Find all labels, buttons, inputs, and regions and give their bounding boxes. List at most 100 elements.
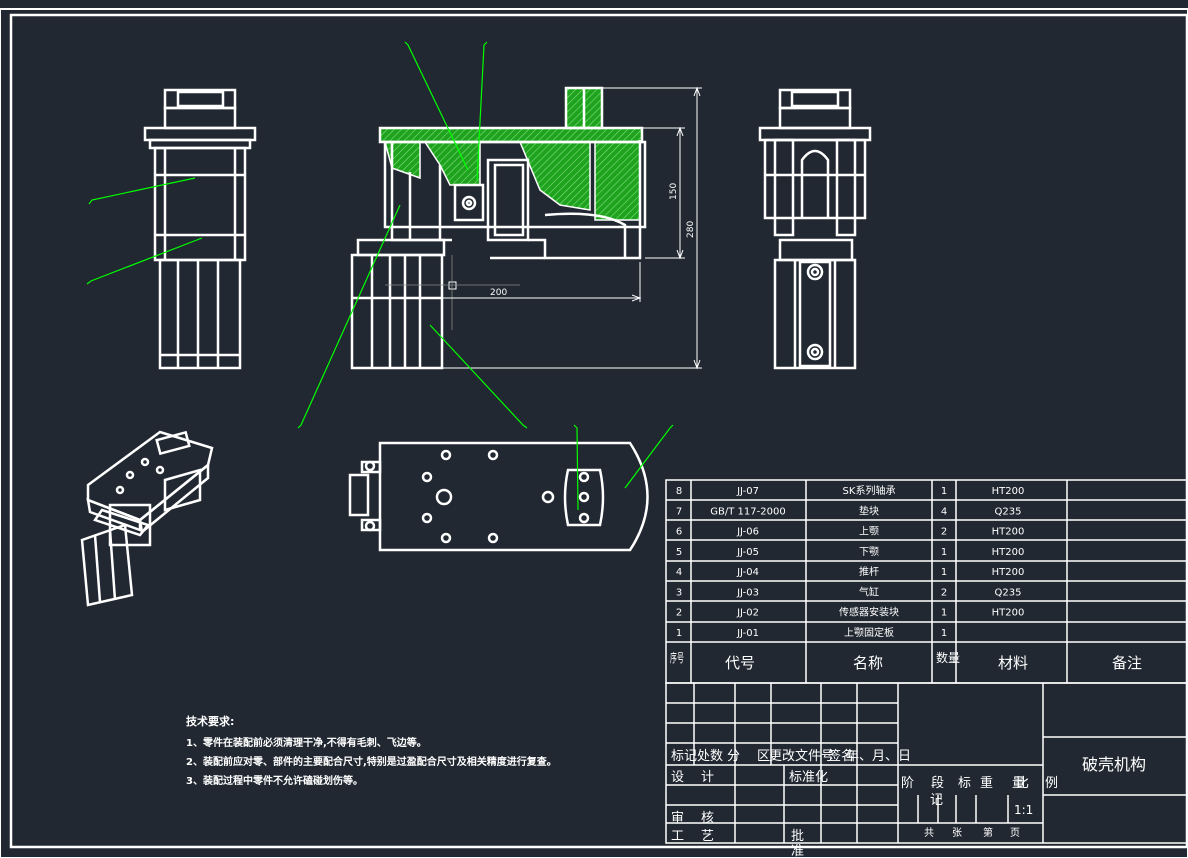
cell-no: 1 (676, 628, 682, 639)
title-block-text: 标记 处数 分 区 更改文件号 签名 年、月、日 设 计 标准化 审 核 工 艺… (671, 748, 1146, 858)
cell-qty: 1 (941, 547, 947, 558)
cell-material: HT200 (992, 527, 1025, 538)
rev-label-area: 区 (757, 749, 770, 764)
cell-code: JJ-02 (736, 608, 759, 619)
cell-name: 推杆 (859, 565, 879, 578)
parts-list-row: 5 JJ-05 下颚 1 HT200 (676, 546, 1025, 558)
cell-material: HT200 (992, 567, 1025, 578)
top-view-leaders (573, 424, 674, 511)
stage-label-1: 阶 (901, 776, 914, 791)
rev-label-mark: 标记 (671, 749, 697, 764)
weight-label-1: 重 (980, 775, 993, 791)
stage-label-2: 段 (931, 776, 944, 791)
drawing-title: 破壳机构 (1082, 755, 1146, 774)
front-view-leaders (297, 41, 528, 429)
parts-list-row: 1 JJ-01 上颚固定板 1 (676, 626, 947, 639)
design-label-2: 计 (701, 770, 714, 785)
weight-label-2: 量 (1012, 776, 1025, 791)
cell-name: 垫块 (859, 504, 879, 517)
header-name: 名称 (853, 654, 883, 672)
cell-material: HT200 (992, 547, 1025, 558)
rev-label-sign: 签名 (828, 748, 854, 764)
parts-list-row: 2 JJ-02 传感器安装块 1 HT200 (676, 606, 1025, 619)
cell-name: 下颚 (859, 546, 879, 558)
cell-name: 传感器安装块 (839, 606, 899, 619)
design-label-1: 设 (671, 770, 684, 785)
stage-mark-label-1: 标 (958, 776, 971, 791)
cell-no: 6 (676, 527, 682, 538)
process-label-2: 艺 (701, 829, 714, 844)
top-plan-view (348, 441, 649, 552)
review-label-1: 审 (671, 811, 684, 826)
header-code: 代号 (725, 654, 755, 672)
cell-code: JJ-06 (736, 527, 759, 538)
process-label-1: 工 (671, 829, 684, 844)
technical-note-3: 3、装配过程中零件不允许磕碰划伤等。 (186, 774, 363, 787)
technical-notes-title: 技术要求: (186, 714, 234, 728)
stage-mark-label-2: 记 (930, 793, 943, 808)
rev-label-zone: 分 (727, 749, 740, 764)
page-label: 页 (1010, 827, 1020, 839)
cell-code: JJ-01 (736, 628, 759, 639)
cell-no: 3 (676, 587, 682, 598)
cell-name: 气缸 (859, 585, 879, 598)
parts-list-row: 4 JJ-04 推杆 1 HT200 (676, 565, 1025, 578)
cell-no: 4 (676, 567, 682, 578)
technical-note-2: 2、装配前应对零、部件的主要配合尺寸,特别是过盈配合尺寸及相关精度进行复查。 (186, 755, 557, 768)
cell-material: HT200 (992, 486, 1025, 497)
sheet-no-label: 第 (983, 826, 993, 839)
cell-code: JJ-04 (736, 567, 759, 578)
parts-list-header: 序号 代号 名称 数量 材料 备注 (670, 650, 1142, 672)
cell-material: Q235 (995, 506, 1022, 517)
dim-height-280: 280 (686, 221, 696, 238)
dim-width-200: 200 (490, 288, 507, 298)
left-side-view (143, 88, 257, 370)
front-view-dimensions (352, 86, 702, 370)
right-side-view (758, 88, 872, 370)
left-view-leaders (86, 177, 203, 285)
cell-qty: 1 (941, 567, 947, 578)
cell-qty: 1 (941, 628, 947, 639)
header-qty: 数量 (936, 650, 960, 665)
cell-qty: 1 (941, 486, 947, 497)
cell-name: 上颚固定板 (844, 626, 894, 639)
approve-label-2: 准 (791, 844, 804, 858)
header-note: 备注 (1112, 654, 1142, 672)
standardization-label: 标准化 (789, 770, 828, 785)
cell-material: HT200 (992, 608, 1025, 619)
scale-value: 1:1 (1014, 803, 1033, 817)
cell-qty: 2 (941, 527, 947, 538)
drawing-frame (0, 8, 1188, 858)
rev-label-date: 年、月、日 (846, 749, 911, 764)
parts-list-row: 6 JJ-06 上颚 2 HT200 (676, 526, 1025, 538)
front-sectional-view (350, 86, 647, 370)
total-label: 共 (924, 827, 934, 839)
cell-name: SK系列轴承 (843, 484, 896, 497)
isometric-view (80, 430, 214, 607)
technical-notes: 技术要求: 1、零件在装配前必须清理干净,不得有毛刺、飞边等。 2、装配前应对零… (186, 714, 557, 787)
cell-qty: 4 (941, 506, 947, 517)
review-label-2: 核 (701, 811, 714, 826)
cell-code: JJ-03 (736, 587, 759, 598)
header-material: 材料 (998, 654, 1028, 672)
scale-label-1: 比 (1016, 776, 1029, 791)
cell-code: JJ-07 (736, 486, 759, 497)
cell-no: 7 (676, 506, 682, 517)
hatched-sections (379, 87, 643, 221)
rev-label-doc: 更改文件号 (769, 749, 834, 764)
scale-label-2: 例 (1045, 776, 1058, 791)
rev-label-count: 处数 (697, 749, 723, 764)
cell-no: 2 (676, 608, 682, 619)
sheets-label: 张 (952, 827, 962, 839)
cell-qty: 1 (941, 608, 947, 619)
cell-no: 5 (676, 547, 682, 558)
cell-no: 8 (676, 486, 682, 497)
approve-label-1: 批 (791, 829, 804, 844)
cell-material: Q235 (995, 587, 1022, 598)
cell-code: JJ-05 (736, 547, 759, 558)
parts-list-row: 8 JJ-07 SK系列轴承 1 HT200 (676, 484, 1025, 497)
header-no: 序号 (670, 650, 684, 665)
cell-name: 上颚 (859, 526, 879, 538)
